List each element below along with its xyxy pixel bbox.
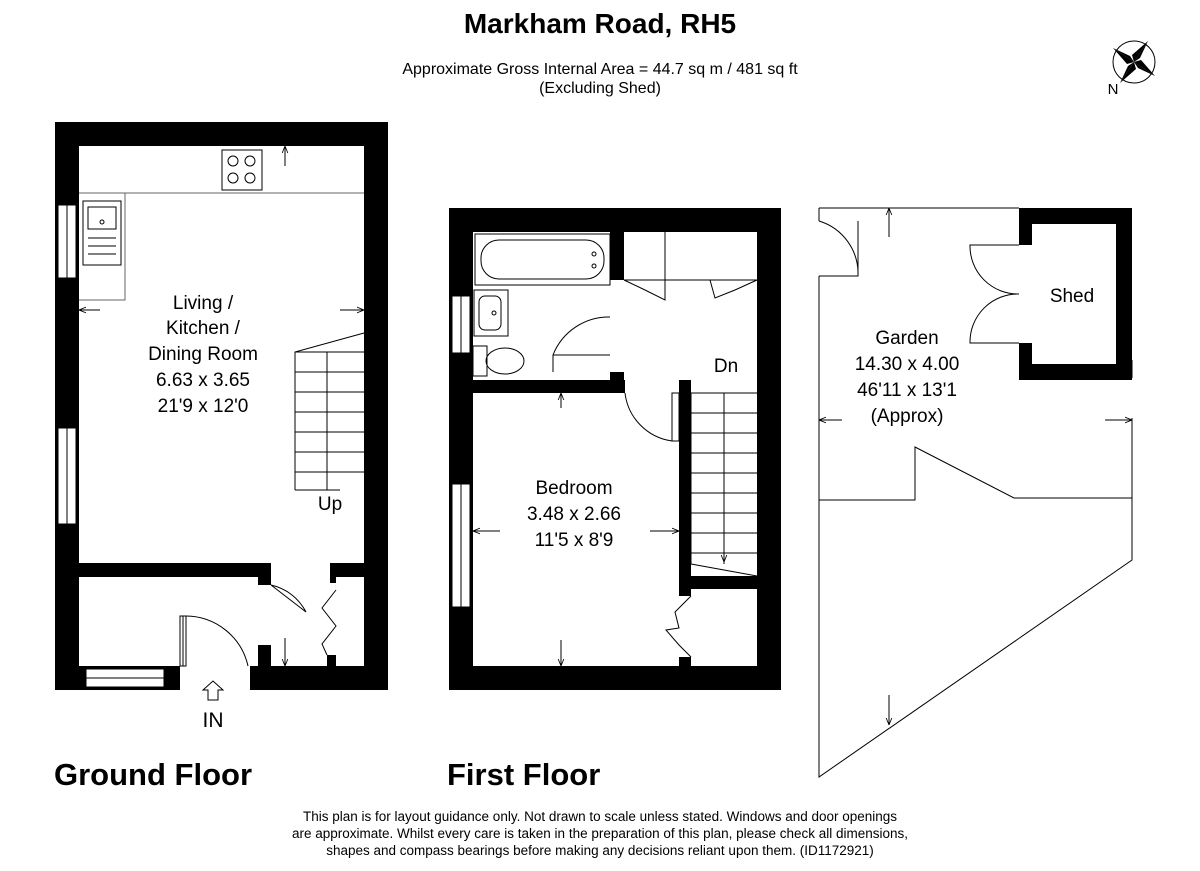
living-room-metric: 6.63 x 3.65 bbox=[156, 370, 250, 391]
gross-area-text: Approximate Gross Internal Area = 44.7 s… bbox=[402, 61, 798, 78]
first-floor-plan bbox=[449, 208, 781, 690]
shed-name: Shed bbox=[1050, 286, 1094, 307]
living-room-name-line2: Kitchen / bbox=[166, 318, 241, 339]
ground-floor-plan bbox=[55, 122, 388, 701]
first-floor-label: First Floor bbox=[447, 757, 601, 792]
entrance-label: IN bbox=[203, 709, 224, 732]
living-room-name-line3: Dining Room bbox=[148, 344, 258, 365]
first-stair-label: Dn bbox=[714, 356, 738, 377]
bedroom-metric: 3.48 x 2.66 bbox=[527, 504, 621, 525]
garden-imperial: 46'11 x 13'1 bbox=[857, 380, 957, 401]
garden-name: Garden bbox=[875, 328, 938, 349]
disclaimer-line: shapes and compass bearings before makin… bbox=[326, 843, 874, 858]
page-title: Markham Road, RH5 bbox=[463, 8, 737, 39]
garden-note: (Approx) bbox=[871, 406, 944, 427]
disclaimer-line: This plan is for layout guidance only. N… bbox=[302, 809, 898, 824]
garden-metric: 14.30 x 4.00 bbox=[855, 354, 960, 375]
garden-plan bbox=[818, 207, 1133, 778]
area-exclusion-note: (Excluding Shed) bbox=[539, 80, 661, 97]
compass-north-label: N bbox=[1108, 81, 1119, 98]
living-room-name-line1: Living / bbox=[173, 293, 234, 314]
bedroom-imperial: 11'5 x 8'9 bbox=[535, 530, 614, 551]
disclaimer-line: are approximate. Whilst every care is ta… bbox=[291, 826, 909, 841]
bedroom-name: Bedroom bbox=[535, 478, 612, 499]
ground-stair-label: Up bbox=[318, 494, 342, 515]
disclaimer: This plan is for layout guidance only. N… bbox=[0, 808, 1200, 859]
living-room-imperial: 21'9 x 12'0 bbox=[158, 396, 249, 417]
ground-floor-label: Ground Floor bbox=[54, 757, 253, 792]
compass-rose-icon bbox=[1112, 40, 1156, 84]
